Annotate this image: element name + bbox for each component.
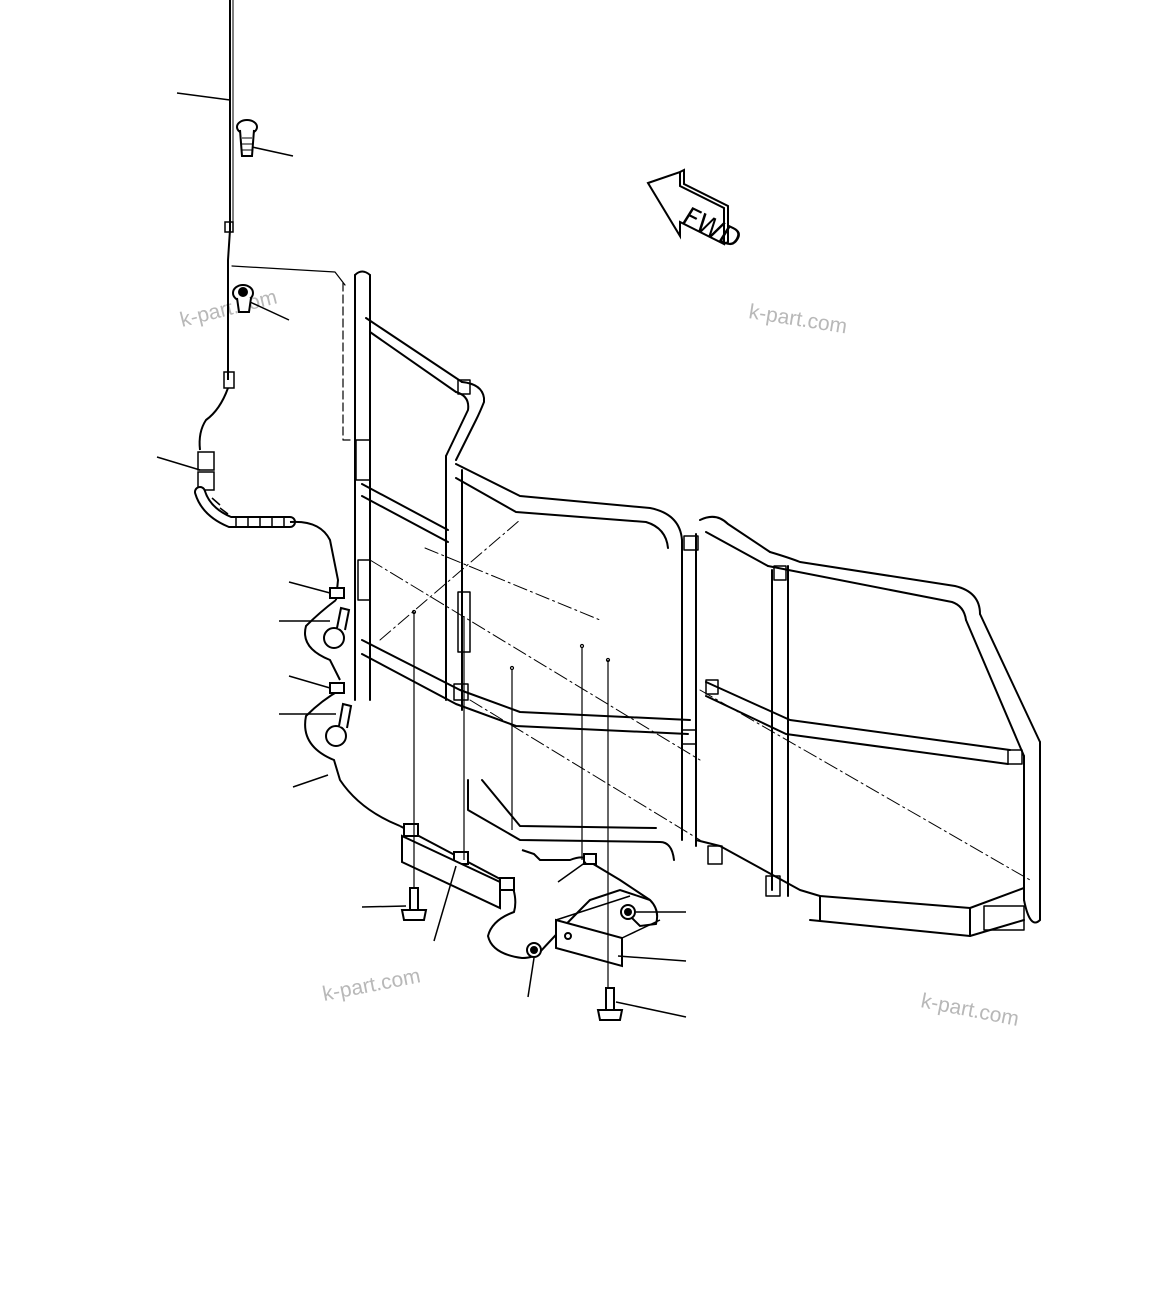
explode-line-group <box>411 609 611 988</box>
flange-bolt <box>596 987 624 1021</box>
forward-direction-arrow-icon: FWD <box>646 168 747 255</box>
callout-leader-lines <box>156 92 687 1018</box>
flange-bolt <box>323 606 351 649</box>
mounting-bracket <box>401 834 661 968</box>
watermark-group: k-part.com k-part.com k-part.com k-part.… <box>178 286 1021 1031</box>
handrail-guard-assembly <box>231 265 1041 937</box>
flange-nut <box>526 904 636 958</box>
harness-clamp <box>329 587 597 891</box>
flange-bolt <box>325 702 353 747</box>
watermark: k-part.com <box>747 300 849 338</box>
watermark: k-part.com <box>321 964 423 1006</box>
flange-bolt <box>232 284 254 313</box>
flange-bolt <box>400 887 428 921</box>
watermark: k-part.com <box>919 989 1021 1031</box>
wiring-harness <box>194 0 659 960</box>
flange-bolt <box>236 119 258 157</box>
